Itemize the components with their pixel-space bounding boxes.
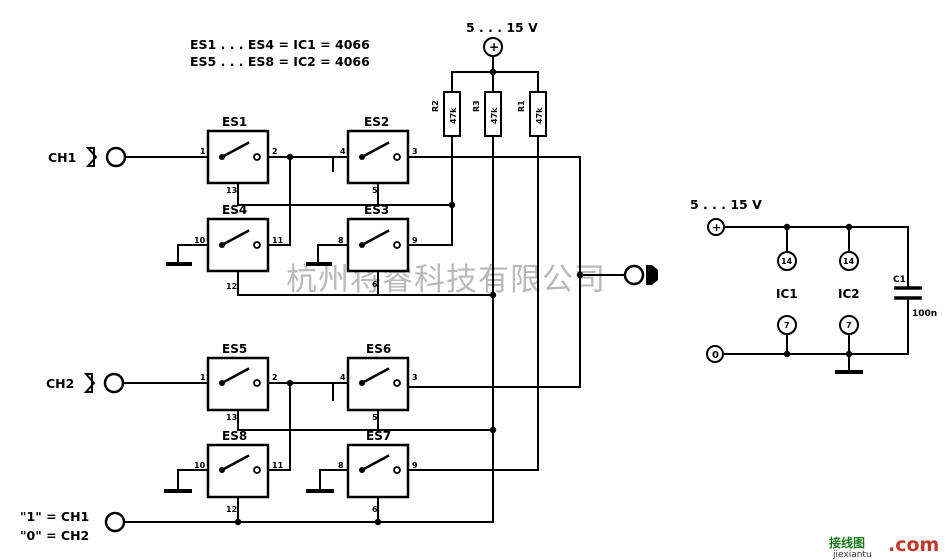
power-plus-sign: + <box>712 221 721 234</box>
ch2-input-jack: CH2 <box>46 372 125 394</box>
logo-domain: jiexiantu <box>832 550 872 560</box>
ic1-vdd-pin: 14 <box>781 257 793 266</box>
pin-label: 10 <box>194 236 206 245</box>
resistor-r1-ref: R1 <box>517 100 526 112</box>
switch-es6: ES6 4 3 5 <box>340 342 418 422</box>
switch-es8: ES8 10 11 12 <box>194 429 284 514</box>
pin-label: 8 <box>338 236 344 245</box>
pin-label: 3 <box>412 373 418 382</box>
pin-label: 6 <box>372 280 378 289</box>
supply-plus-sign: + <box>489 40 499 54</box>
switch-es2: ES2 4 3 5 <box>340 115 418 195</box>
equivalence-note-ic1: ES1 . . . ES4 = IC1 = 4066 <box>190 37 370 52</box>
output-jack <box>623 264 658 286</box>
resistor-r2-ref: R2 <box>431 100 440 112</box>
resistor-r3-value: 47k <box>490 107 499 124</box>
switch-es8-label: ES8 <box>222 429 247 443</box>
pin-label: 1 <box>200 147 206 156</box>
resistor-r3-ref: R3 <box>472 100 481 112</box>
logo-text: 接线图 <box>829 535 865 550</box>
ch1-input-jack: CH1 <box>48 146 127 168</box>
power-section: 5 . . . 15 V + 0 C1 100n 14 IC1 7 14 IC2… <box>690 197 937 374</box>
resistor-r2: 47k R2 <box>431 91 461 137</box>
pin-label: 10 <box>194 461 206 470</box>
pin-label: 12 <box>226 282 237 291</box>
resistor-r3: 47k R3 <box>472 91 502 137</box>
wiring <box>123 135 625 523</box>
select-label-ch1: "1" = CH1 <box>20 509 89 524</box>
resistor-r1: 47k R1 <box>517 91 547 137</box>
pin-label: 8 <box>338 461 344 470</box>
ic2-vdd-pin: 14 <box>843 257 855 266</box>
switch-es6-label: ES6 <box>366 342 391 356</box>
switch-es4: ES4 10 11 12 <box>194 203 284 291</box>
watermark-text: 杭州将睿科技有限公司 <box>286 262 606 298</box>
ch1-label: CH1 <box>48 150 76 165</box>
pin-label: 12 <box>226 505 237 514</box>
logo-com: .com <box>888 534 939 556</box>
pin-label: 2 <box>272 373 278 382</box>
switch-es2-label: ES2 <box>364 115 389 129</box>
equivalence-note-ic2: ES5 . . . ES8 = IC2 = 4066 <box>190 54 370 69</box>
pin-label: 4 <box>340 147 346 156</box>
switch-es5-label: ES5 <box>222 342 247 356</box>
pin-label: 11 <box>272 461 284 470</box>
switch-es1: ES1 1 2 13 <box>200 115 278 195</box>
capacitor-ref: C1 <box>893 275 906 285</box>
pin-label: 3 <box>412 147 418 156</box>
switch-es5: ES5 1 2 13 <box>200 342 278 422</box>
ic1-label: IC1 <box>776 287 798 301</box>
power-supply-label: 5 . . . 15 V <box>690 197 762 212</box>
switch-es4-label: ES4 <box>222 203 247 217</box>
pin-label: 6 <box>372 505 378 514</box>
pin-label: 9 <box>412 461 418 470</box>
select-label-ch2: "0" = CH2 <box>20 528 89 543</box>
ic1-vss-pin: 7 <box>784 321 790 330</box>
pin-label: 5 <box>372 186 378 195</box>
switch-es3-label: ES3 <box>364 203 389 217</box>
switch-es7-label: ES7 <box>366 429 391 443</box>
power-zero-sign: 0 <box>712 350 719 361</box>
pin-label: 5 <box>372 413 378 422</box>
switch-es7: ES7 8 9 6 <box>338 429 418 514</box>
ic2-label: IC2 <box>838 287 860 301</box>
ch2-label: CH2 <box>46 376 74 391</box>
pin-label: 4 <box>340 373 346 382</box>
pin-label: 13 <box>226 186 237 195</box>
switch-es1-label: ES1 <box>222 115 247 129</box>
select-input: "1" = CH1 "0" = CH2 <box>20 509 126 543</box>
pin-label: 1 <box>200 373 206 382</box>
pin-label: 11 <box>272 236 284 245</box>
capacitor-value: 100n <box>912 309 937 319</box>
ic2-vss-pin: 7 <box>846 321 852 330</box>
supply-voltage-label: 5 . . . 15 V <box>466 20 538 35</box>
pin-label: 2 <box>272 147 278 156</box>
junction-dot <box>489 68 497 76</box>
resistor-r2-value: 47k <box>449 107 458 124</box>
site-logo: 接线图 jiexiantu .com <box>829 534 939 560</box>
junction-dots <box>234 153 584 526</box>
resistor-r1-value: 47k <box>535 107 544 124</box>
switch-es3: ES3 8 9 6 <box>338 203 418 289</box>
pin-label: 9 <box>412 236 418 245</box>
pin-label: 13 <box>226 413 237 422</box>
